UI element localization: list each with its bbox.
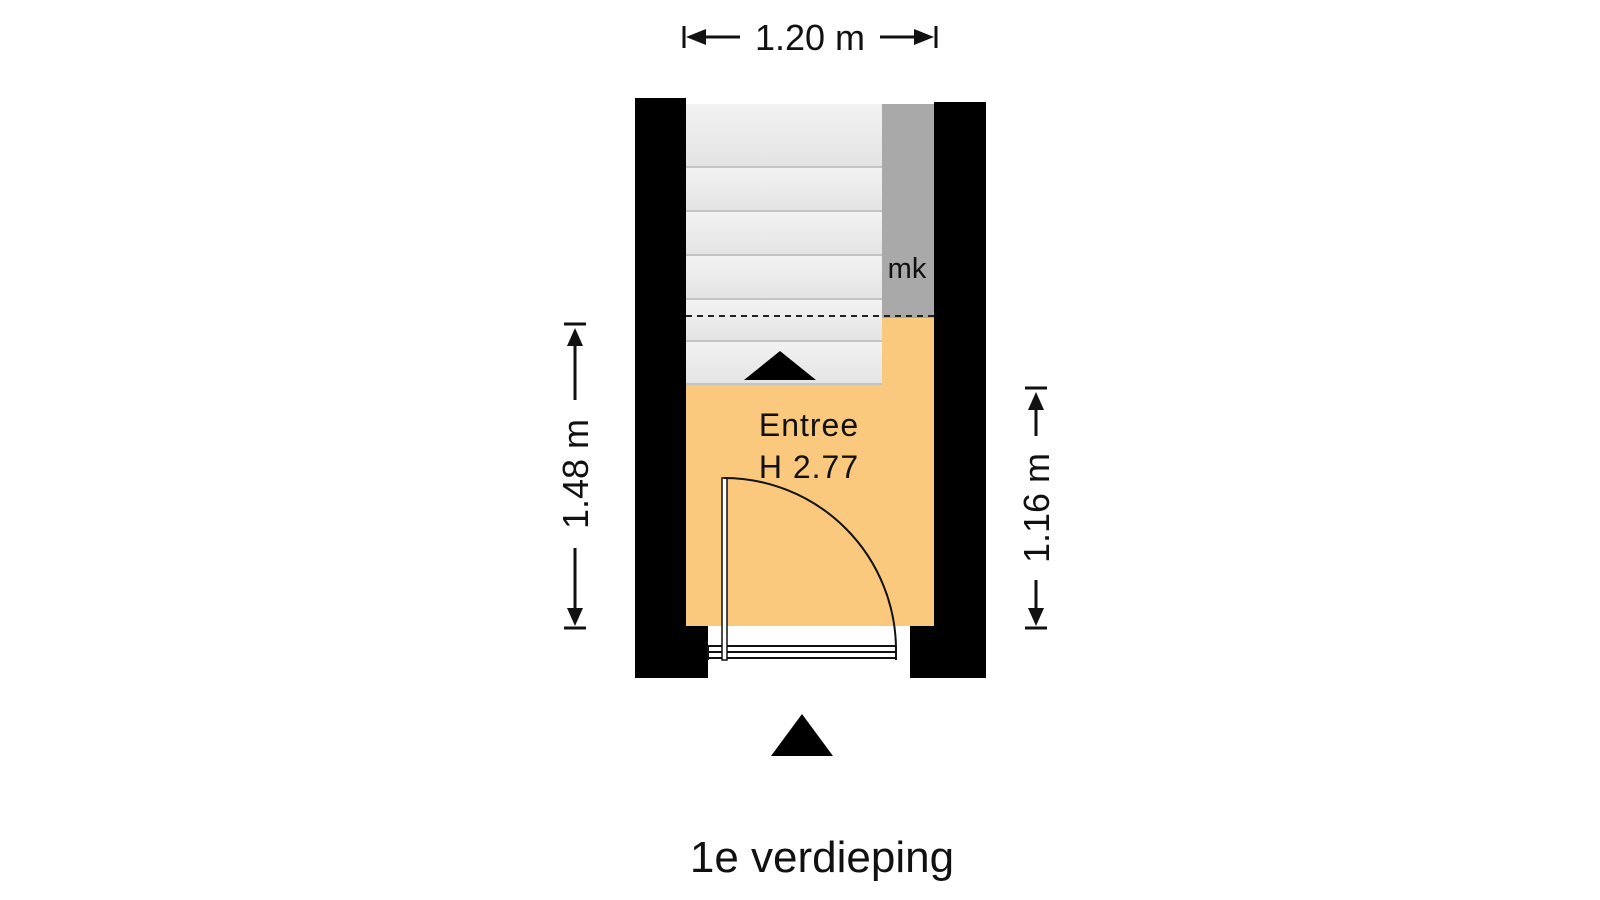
closet-area — [882, 104, 934, 318]
room-name: Entree — [759, 407, 859, 443]
door-swing — [721, 477, 897, 661]
stairs-up-arrow — [744, 351, 816, 380]
wall-left — [635, 98, 686, 678]
wall-bottom-left — [686, 626, 708, 678]
dimension-height-right: 1.16 m — [1016, 386, 1057, 630]
dimension-width-label: 1.20 m — [755, 17, 865, 58]
wall-bottom-right — [910, 626, 934, 678]
floor-label: 1e verdieping — [690, 833, 954, 882]
entrance-arrow — [771, 714, 833, 756]
door-threshold — [707, 640, 910, 678]
wall-right — [934, 102, 986, 678]
staircase — [686, 104, 882, 385]
room-height: H 2.77 — [759, 449, 859, 485]
dimension-height-left-label: 1.48 m — [555, 419, 596, 529]
dimension-width: 1.20 m — [682, 17, 938, 58]
dimension-height-left: 1.48 m — [555, 322, 596, 630]
closet-label: mk — [888, 253, 927, 285]
dimension-height-right-label: 1.16 m — [1016, 453, 1057, 563]
